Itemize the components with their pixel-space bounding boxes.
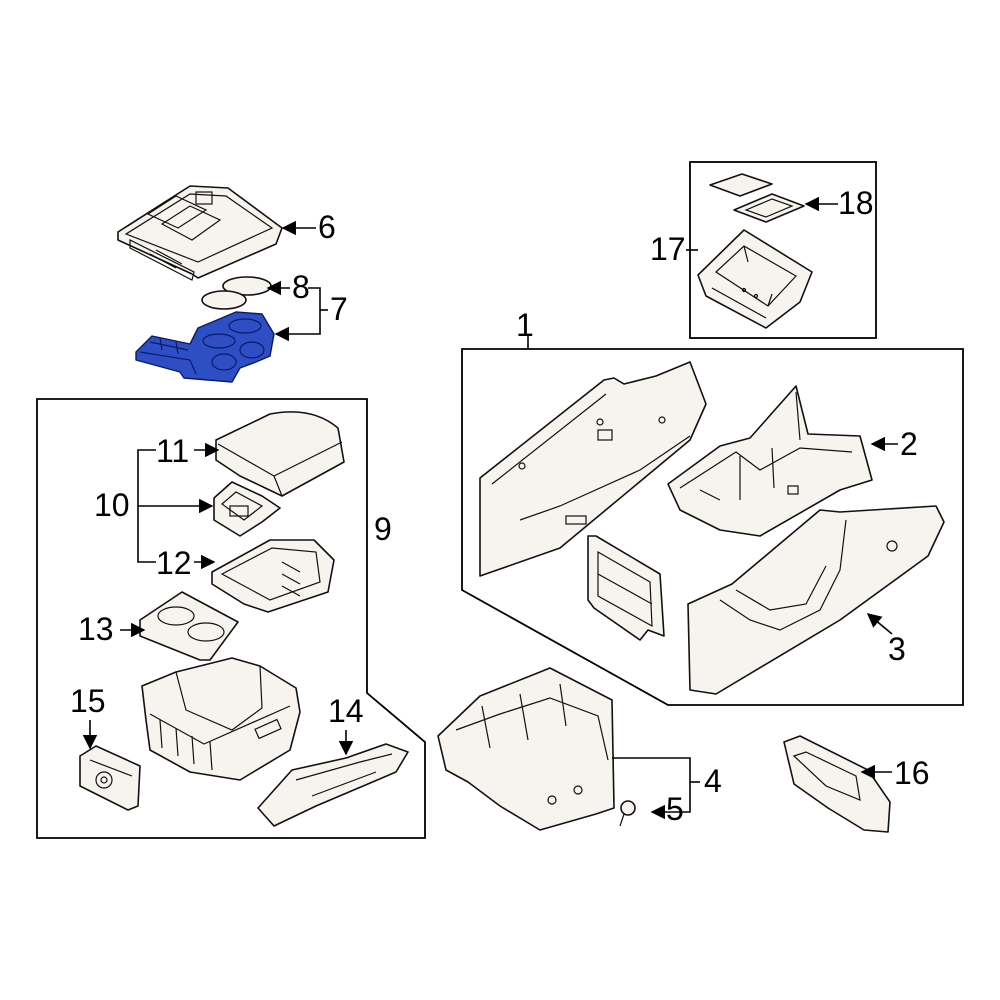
part-1-left-side-panel[interactable]	[479, 361, 707, 577]
part-14-console-trim[interactable]	[257, 743, 409, 827]
part-18-mat-lower[interactable]	[733, 193, 805, 223]
part-12-storage-tray[interactable]	[211, 539, 335, 613]
part-2-inner-bracket[interactable]	[667, 385, 873, 537]
part-10-hinge-latch[interactable]	[213, 481, 281, 537]
part-6-top-panel[interactable]	[117, 185, 283, 281]
callout-15: 15	[70, 683, 106, 719]
group-box-1	[461, 348, 964, 706]
part-11-armrest-lid[interactable]	[215, 411, 345, 497]
callout-5: 5	[666, 791, 684, 827]
part-bracket-frame[interactable]	[587, 535, 665, 641]
callout-9: 9	[374, 511, 392, 547]
part-8-cup-liners[interactable]	[201, 276, 272, 310]
callout-16: 16	[894, 755, 930, 791]
callout-7: 7	[330, 291, 348, 327]
callout-11: 11	[156, 433, 189, 469]
part-5-clip[interactable]	[619, 800, 636, 827]
part-16-shifter-bezel[interactable]	[783, 735, 891, 833]
callout-4: 4	[704, 763, 722, 799]
callout-2: 2	[900, 426, 918, 462]
group-box-9	[36, 398, 426, 839]
part-13-cup-holder-insert[interactable]	[139, 591, 239, 661]
callout-8: 8	[292, 269, 310, 305]
callout-6: 6	[318, 209, 336, 245]
callout-12: 12	[156, 545, 192, 581]
part-console-bin[interactable]	[141, 657, 301, 781]
callout-18: 18	[838, 185, 874, 221]
part-4-console-bracket[interactable]	[437, 667, 615, 831]
part-3-right-side-panel[interactable]	[687, 505, 945, 695]
callout-3: 3	[888, 631, 906, 667]
part-17-storage-tray[interactable]	[697, 229, 813, 329]
part-15-switch-bezel[interactable]	[79, 745, 141, 811]
callout-labels: 1 2 3 4 5 6 7 8 9 10 11 12 13 14 15 16 1…	[70, 185, 930, 827]
callout-1: 1	[516, 307, 534, 343]
part-7-cup-holder[interactable]	[135, 311, 275, 383]
part-18-mat-upper[interactable]	[709, 173, 773, 197]
callout-13: 13	[78, 611, 114, 647]
callout-14: 14	[328, 693, 364, 729]
leader-lines	[82, 196, 898, 820]
callout-17: 17	[650, 231, 686, 267]
callout-10: 10	[94, 487, 130, 523]
